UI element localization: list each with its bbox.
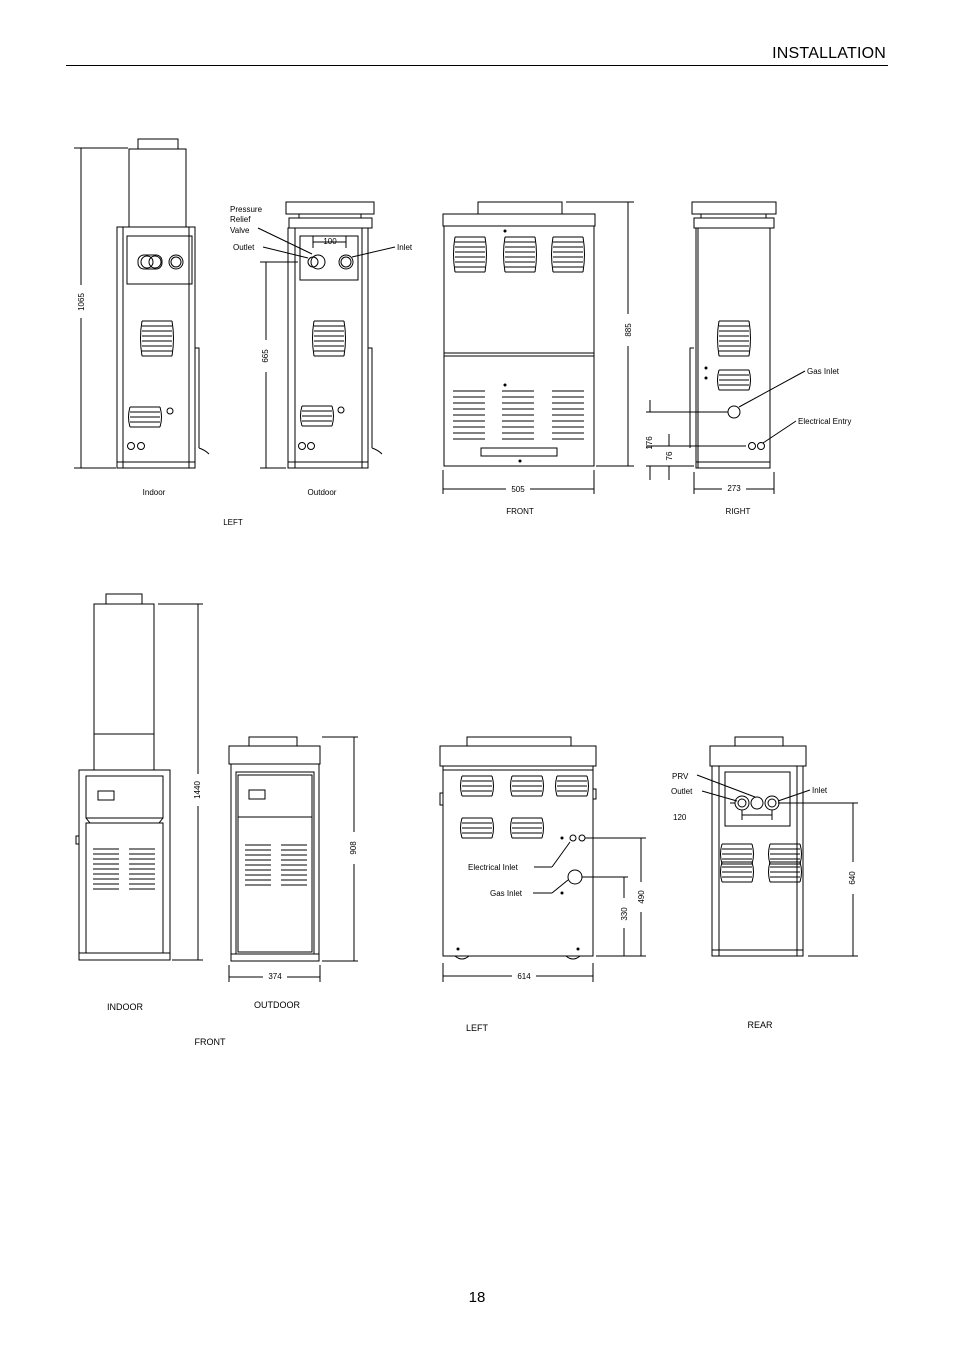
- callout-inlet-rear: Inlet: [812, 786, 828, 795]
- top-outdoor-callouts: Pressure Relief Valve Outlet Inlet 100: [230, 205, 413, 259]
- callout-gas-inlet-bottom: Gas Inlet: [490, 889, 523, 898]
- bottom-outdoor-label: OUTDOOR: [254, 1000, 300, 1010]
- bottom-left-caption: LEFT: [466, 1023, 489, 1033]
- dim-100-text: 100: [323, 237, 337, 246]
- callout-electrical-inlet: Electrical Inlet: [468, 863, 519, 872]
- dim-1065-text: 1065: [77, 293, 86, 311]
- top-left-indoor-view: [116, 138, 210, 469]
- top-front-view: [442, 201, 596, 467]
- dim-665: 665: [260, 261, 298, 469]
- callout-outlet-rear: Outlet: [671, 787, 693, 796]
- top-right-caption: RIGHT: [726, 507, 751, 516]
- callout-prv: PRV: [672, 772, 689, 781]
- top-right-view: [689, 201, 777, 469]
- top-outdoor-label: Outdoor: [308, 488, 337, 497]
- dim-505-text: 505: [511, 485, 525, 494]
- dim-273: 273: [693, 472, 775, 494]
- callout-gas-inlet-top: Gas Inlet: [807, 367, 840, 376]
- dim-885: 885: [566, 201, 634, 467]
- callout-outlet: Outlet: [233, 243, 255, 252]
- top-left-outdoor-view: [285, 201, 383, 469]
- callout-electrical-entry: Electrical Entry: [798, 417, 851, 426]
- dim-176-text: 176: [645, 436, 654, 450]
- dim-614: 614: [442, 963, 594, 982]
- dim-1440: 1440: [158, 603, 203, 961]
- dim-76-text: 76: [665, 451, 674, 460]
- dim-640: 640: [778, 802, 858, 957]
- callout-inlet: Inlet: [397, 243, 413, 252]
- dim-614-text: 614: [517, 972, 531, 981]
- dim-885-text: 885: [624, 323, 633, 337]
- dim-120-text: 120: [673, 813, 687, 822]
- dim-330-text: 330: [620, 907, 629, 921]
- dim-374-text: 374: [268, 972, 282, 981]
- page-number: 18: [468, 1289, 486, 1306]
- dim-330-490: 330 490: [582, 837, 646, 957]
- callout-relief: Relief: [230, 215, 251, 224]
- dim-908: 908: [322, 736, 358, 962]
- callout-valve: Valve: [230, 226, 250, 235]
- header-rule: [66, 65, 888, 66]
- dim-908-text: 908: [349, 841, 358, 855]
- dim-176-76: 176 76: [645, 400, 746, 480]
- bottom-front-indoor-view: [75, 593, 171, 961]
- callout-pressure: Pressure: [230, 205, 263, 214]
- dim-1440-text: 1440: [193, 781, 202, 799]
- bottom-rear-view: [709, 736, 807, 957]
- dim-273-text: 273: [727, 484, 741, 493]
- dim-640-text: 640: [848, 871, 857, 885]
- top-indoor-label: Indoor: [143, 488, 166, 497]
- page-header-title: INSTALLATION: [772, 45, 886, 62]
- top-front-caption: FRONT: [506, 507, 534, 516]
- dim-505: 505: [442, 470, 595, 494]
- dim-665-text: 665: [261, 349, 270, 363]
- top-right-callouts: Gas Inlet Electrical Entry: [738, 367, 851, 444]
- top-left-caption: LEFT: [223, 518, 243, 527]
- bottom-front-caption: FRONT: [195, 1037, 226, 1047]
- bottom-left-view: [439, 736, 597, 960]
- dim-1065: 1065: [74, 147, 128, 469]
- bottom-indoor-label: INDOOR: [107, 1002, 144, 1012]
- bottom-rear-callouts: PRV Outlet Inlet 120: [671, 772, 828, 822]
- dim-490-text: 490: [637, 890, 646, 904]
- bottom-front-outdoor-view: [228, 736, 321, 962]
- dim-374: 374: [228, 965, 321, 982]
- bottom-left-callouts: Electrical Inlet Gas Inlet: [468, 841, 571, 898]
- bottom-rear-caption: REAR: [747, 1020, 773, 1030]
